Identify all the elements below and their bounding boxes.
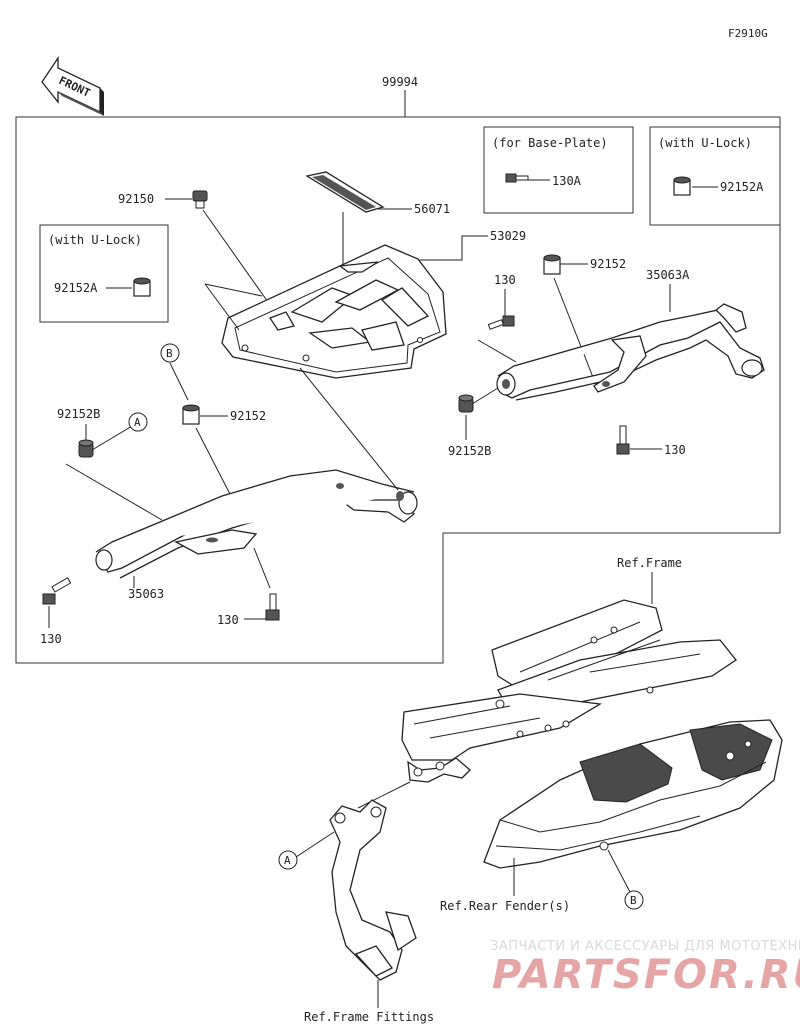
callout-130A: 130A bbox=[552, 174, 582, 188]
callout-56071: 56071 bbox=[414, 202, 450, 216]
rear-rail-left-part bbox=[95, 469, 418, 579]
callout-92152-right: 92152 bbox=[590, 257, 626, 271]
screw-icon bbox=[192, 190, 208, 209]
option-box-base-plate: (for Base-Plate) 130A bbox=[483, 126, 634, 214]
callout-130-left: 130 bbox=[40, 632, 62, 646]
assembly-number: 99994 bbox=[382, 75, 418, 89]
rear-frame-part bbox=[401, 599, 737, 783]
callout-130-right: 130 bbox=[664, 443, 686, 457]
rear-fender-part bbox=[483, 719, 783, 869]
bolt-icon bbox=[505, 173, 529, 183]
spacer-collar-icon bbox=[133, 277, 151, 297]
bolt-icon bbox=[487, 315, 515, 330]
ref-frame-label: Ref.Frame bbox=[617, 556, 682, 570]
callout-35063A: 35063A bbox=[646, 268, 690, 282]
callout-92152B-right: 92152B bbox=[448, 444, 491, 458]
option-base-plate-label: (for Base-Plate) bbox=[492, 136, 608, 150]
callout-92152A-right: 92152A bbox=[720, 180, 764, 194]
callout-92152A-left: 92152A bbox=[54, 281, 98, 295]
base-plate-part bbox=[221, 244, 447, 379]
callout-130-mid: 130 bbox=[217, 613, 239, 627]
marker-b-circle bbox=[160, 343, 180, 363]
callout-92150: 92150 bbox=[118, 192, 154, 206]
frame-fittings-part bbox=[329, 799, 417, 981]
marker-a-label-2: A bbox=[284, 854, 291, 867]
bolt-icon bbox=[265, 593, 280, 621]
rear-rail-right-part bbox=[496, 303, 765, 401]
callout-35063: 35063 bbox=[128, 587, 164, 601]
callout-53029: 53029 bbox=[490, 229, 526, 243]
label-sticker-icon bbox=[305, 171, 385, 213]
option-u-lock-right-label: (with U-Lock) bbox=[658, 136, 752, 150]
marker-a-label: A bbox=[134, 416, 141, 429]
rubber-damper-icon bbox=[78, 439, 94, 458]
bolt-icon bbox=[616, 425, 630, 455]
callout-92152-left: 92152 bbox=[230, 409, 266, 423]
watermark-tagline: ЗАПЧАСТИ И АКСЕССУАРЫ ДЛЯ МОТОТЕХНИКИ bbox=[490, 939, 800, 954]
marker-b-label: B bbox=[166, 347, 173, 360]
spacer-collar-icon bbox=[543, 254, 561, 275]
ref-frame-fittings-label: Ref.Frame Fittings bbox=[304, 1010, 434, 1024]
ref-rear-fender-label: Ref.Rear Fender(s) bbox=[440, 899, 570, 913]
spacer-collar-icon bbox=[182, 404, 200, 425]
figure-code: F2910G bbox=[728, 27, 768, 40]
watermark-brand: PARTSFOR.RU bbox=[492, 952, 800, 998]
front-arrow-icon: FRONT bbox=[41, 55, 104, 116]
marker-a-circle-2 bbox=[278, 850, 298, 870]
bolt-icon bbox=[42, 577, 72, 605]
rubber-damper-icon bbox=[458, 394, 474, 413]
marker-a-circle bbox=[128, 412, 148, 432]
option-box-u-lock-left: (with U-Lock) 92152A bbox=[39, 224, 169, 323]
option-u-lock-left-label: (with U-Lock) bbox=[48, 233, 142, 247]
marker-b-circle-2 bbox=[624, 890, 644, 910]
marker-b-label-2: B bbox=[630, 894, 637, 907]
callout-130-top: 130 bbox=[494, 273, 516, 287]
callout-92152B-left: 92152B bbox=[57, 407, 100, 421]
option-box-u-lock-right: (with U-Lock) 92152A bbox=[649, 126, 781, 226]
callout-53029-leader bbox=[418, 235, 488, 261]
spacer-collar-icon bbox=[673, 176, 691, 196]
